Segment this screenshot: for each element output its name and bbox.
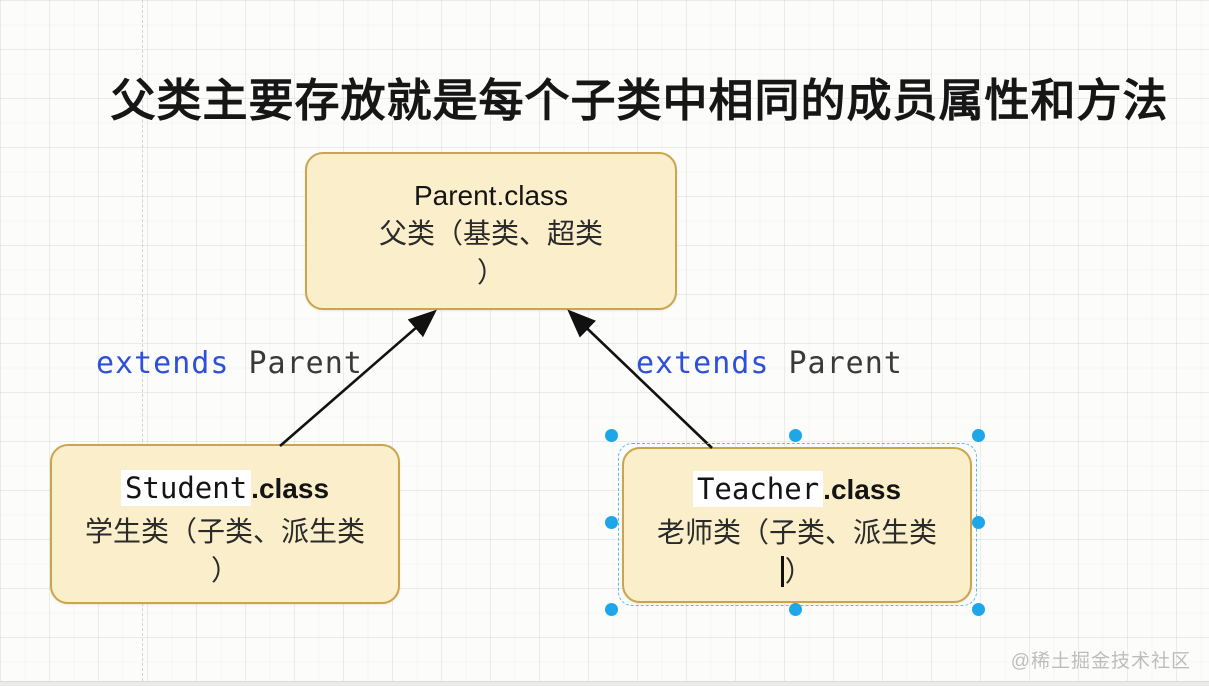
watermark: @稀土掘金技术社区 xyxy=(1010,651,1191,672)
node-parent-class[interactable]: Parent.class 父类（基类、超类 ） xyxy=(305,152,677,310)
selection-handle-middle-left[interactable] xyxy=(605,516,618,529)
node-student-class[interactable]: Student.class 学生类（子类、派生类 ） xyxy=(50,444,400,604)
teacher-class-subtitle-close: ） xyxy=(781,553,813,592)
vertical-guide-line xyxy=(142,0,143,686)
selection-handle-middle-right[interactable] xyxy=(972,516,985,529)
student-class-title: Student.class xyxy=(120,469,330,513)
extends-target: Parent xyxy=(788,346,903,381)
text-cursor xyxy=(781,556,784,587)
selection-handle-bottom-left[interactable] xyxy=(605,603,618,616)
extends-label-student: extends Parent xyxy=(96,346,363,381)
extends-target: Parent xyxy=(248,346,363,381)
extends-keyword: extends xyxy=(636,346,770,381)
teacher-name-highlight: Teacher xyxy=(692,471,824,507)
selection-handle-top-left[interactable] xyxy=(605,429,618,442)
teacher-class-title: Teacher.class xyxy=(692,470,902,514)
teacher-suffix: .class xyxy=(823,474,902,505)
selection-handle-top-middle[interactable] xyxy=(789,429,802,442)
student-class-subtitle-close: ） xyxy=(210,556,239,587)
page-title: 父类主要存放就是每个子类中相同的成员属性和方法 xyxy=(110,76,1169,126)
teacher-class-subtitle: 老师类（子类、派生类 xyxy=(656,518,937,549)
student-class-subtitle: 学生类（子类、派生类 xyxy=(84,517,365,548)
parent-class-subtitle-close: ） xyxy=(476,258,505,289)
parent-class-subtitle: 父类（基类、超类 xyxy=(378,219,603,250)
node-teacher-class[interactable]: Teacher.class 老师类（子类、派生类 ） xyxy=(622,447,972,603)
parent-class-title: Parent.class xyxy=(413,180,569,211)
selection-handle-top-right[interactable] xyxy=(972,429,985,442)
extends-keyword: extends xyxy=(96,346,230,381)
selection-handle-bottom-right[interactable] xyxy=(972,603,985,616)
bottom-scrollbar[interactable] xyxy=(0,681,1209,686)
selection-rectangle xyxy=(618,443,977,606)
selection-handle-bottom-middle[interactable] xyxy=(789,603,802,616)
student-name-highlight: Student xyxy=(120,470,252,506)
student-suffix: .class xyxy=(251,473,330,504)
extends-label-teacher: extends Parent xyxy=(636,346,903,381)
